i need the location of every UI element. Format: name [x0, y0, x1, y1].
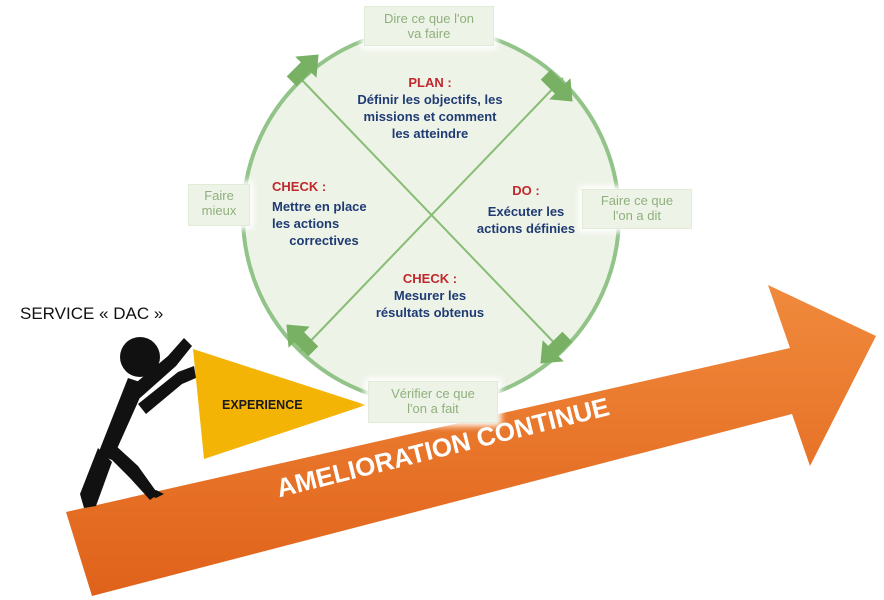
experience-wedge	[193, 349, 366, 459]
step-right-line-1: Faire ce que	[600, 193, 674, 208]
step-top-line-1: Dire ce que l'on	[384, 11, 474, 26]
do-title: DO :	[512, 183, 540, 198]
step-left-line-1: Faire	[204, 188, 234, 203]
plan-quadrant: PLAN : Définir les objectifs, les missio…	[332, 74, 528, 143]
experience-label: EXPERIENCE	[222, 398, 303, 412]
step-bottom-line-2: l'on a fait	[407, 400, 459, 416]
cycle-arrow-top-left	[286, 54, 319, 87]
plan-line-2: missions et comment	[363, 109, 497, 125]
plan-line-3: les atteindre	[391, 126, 469, 142]
check-left-quadrant: CHECK : Mettre en place les actions corr…	[272, 178, 394, 250]
step-label-left: Faire mieux	[188, 184, 250, 226]
check-bottom-line-1: Mesurer les	[393, 288, 467, 304]
service-label: SERVICE « DAC »	[20, 304, 164, 323]
do-line-1: Exécuter les	[487, 204, 565, 220]
amelioration-continue-arrow	[66, 285, 876, 596]
stick-figure-icon	[80, 337, 196, 508]
check-left-line-2: les actions	[272, 216, 340, 232]
check-left-line-1: Mettre en place	[272, 199, 367, 215]
cycle-arrow-top-right	[540, 69, 573, 102]
step-right-line-2: l'on a dit	[612, 207, 661, 223]
check-bottom-title: CHECK :	[402, 271, 458, 286]
cross-line-2	[299, 77, 564, 353]
cycle-arrow-bottom-left	[286, 324, 319, 357]
step-label-bottom: Vérifier ce que l'on a fait	[368, 381, 498, 423]
step-label-top: Dire ce que l'on va faire	[364, 6, 494, 46]
plan-line-1: Définir les objectifs, les	[357, 92, 503, 108]
plan-title: PLAN :	[408, 75, 452, 90]
check-bottom-line-2: résultats obtenus	[375, 305, 485, 321]
step-label-right: Faire ce que l'on a dit	[582, 189, 692, 229]
step-bottom-line-1: Vérifier ce que	[391, 386, 475, 401]
do-line-2: actions définies	[476, 221, 576, 237]
check-left-title: CHECK :	[272, 179, 327, 194]
step-top-line-2: va faire	[407, 25, 451, 41]
check-bottom-quadrant: CHECK : Mesurer les résultats obtenus	[340, 270, 520, 321]
cycle-arrow-bottom-right	[540, 331, 573, 364]
step-left-line-2: mieux	[201, 202, 237, 218]
check-left-line-3: correctives	[289, 233, 359, 249]
do-quadrant: DO : Exécuter les actions définies	[452, 182, 600, 237]
